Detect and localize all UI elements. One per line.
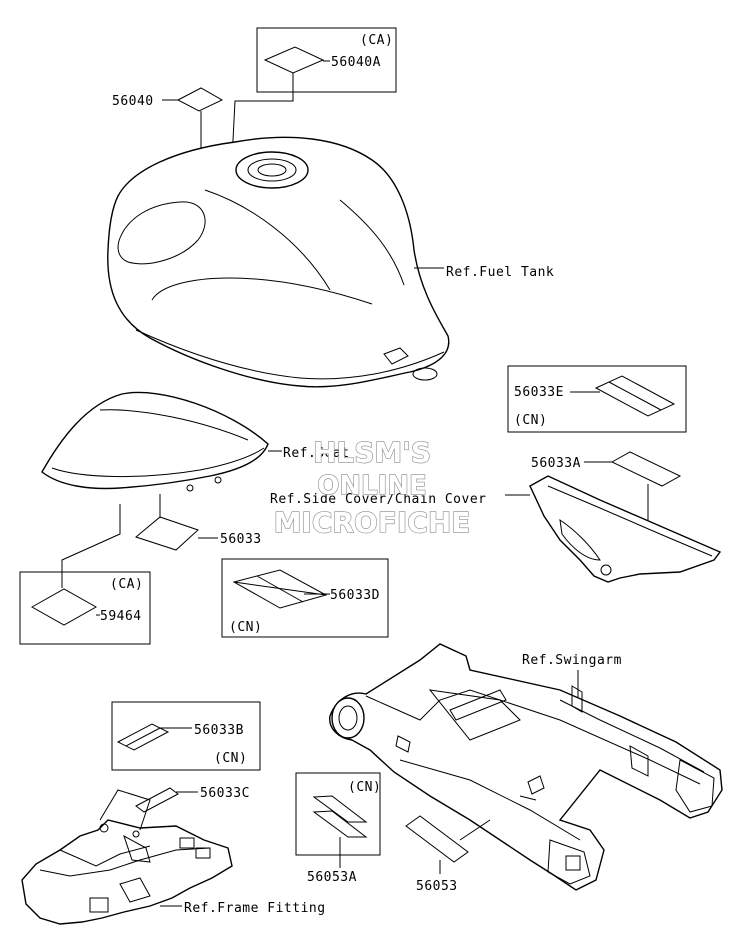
- ca-label-top: (CA): [360, 33, 393, 48]
- watermark-line-3: MICROFICHE: [274, 506, 471, 539]
- fuel-cap: [235, 151, 309, 189]
- decal-56033d-group: 56033D (CN): [221, 558, 389, 638]
- decal-56033a: [610, 451, 682, 487]
- cn-box-53: [295, 772, 381, 856]
- part-56040a-label: 56040A: [331, 55, 381, 70]
- part-56033-label: 56033: [220, 532, 262, 547]
- ref-swingarm-label: Ref.Swingarm: [522, 653, 622, 668]
- decal-56033e-group: 56033E (CN): [507, 365, 687, 433]
- chain-cover: [529, 475, 722, 583]
- decal-56053a-top: [312, 795, 368, 823]
- ref-fuel-tank-label: Ref.Fuel Tank: [446, 265, 554, 280]
- part-56033a-label: 56033A: [531, 456, 581, 471]
- ca-label-left: (CA): [110, 577, 143, 592]
- seat: [41, 391, 269, 490]
- ref-seat-label: Ref.Seat: [283, 446, 350, 461]
- watermark-line-1: HLSM'S: [313, 436, 431, 469]
- part-56033d-label: 56033D: [330, 588, 380, 603]
- part-56053a-label: 56053A: [307, 870, 357, 885]
- decal-56053-group: (CN) 56053A 56053: [295, 772, 491, 894]
- seat-group: Ref.Seat 56033 (CA) 59464: [19, 391, 350, 645]
- ref-frame-fitting-label: Ref.Frame Fitting: [184, 901, 326, 916]
- ref-side-cover-label: Ref.Side Cover/Chain Cover: [270, 492, 487, 507]
- cn-label-53: (CN): [348, 780, 381, 795]
- decal-56033b-group: 56033B (CN): [111, 701, 261, 771]
- ca-box-left: [19, 571, 151, 645]
- swingarm: [329, 643, 723, 891]
- part-59464-label: 59464: [100, 609, 142, 624]
- cn-label-b: (CN): [214, 751, 247, 766]
- cn-box-e: [507, 365, 687, 433]
- decal-56053a-bottom: [312, 810, 368, 838]
- cn-box-b: [111, 701, 261, 771]
- watermark-line-2: ONLINE: [317, 471, 427, 501]
- decal-56033: [134, 516, 199, 551]
- cn-label-e: (CN): [514, 413, 547, 428]
- part-56033b-label: 56033B: [194, 723, 244, 738]
- swingarm-group: Ref.Swingarm: [329, 643, 723, 891]
- cn-label-d: (CN): [229, 620, 262, 635]
- decal-56040a: [263, 46, 325, 74]
- decal-56040: [176, 87, 224, 112]
- chain-cover-group: 56033A Ref.Side Cover/Chain Cover: [270, 451, 722, 583]
- fuel-tank-group: (CA) 56040A 56040 Ref.Fuel Tank: [107, 27, 554, 388]
- part-56033c-label: 56033C: [200, 786, 250, 801]
- pivot-bushing: [331, 697, 365, 739]
- cn-box-d: [221, 558, 389, 638]
- part-56033e-label: 56033E: [514, 385, 564, 400]
- decal-56053: [405, 815, 469, 863]
- fuel-tank: [107, 136, 450, 388]
- decal-59464: [30, 588, 98, 626]
- ca-box-top: [256, 27, 397, 93]
- decal-56033c: [135, 787, 179, 813]
- part-56040-label: 56040: [112, 94, 154, 109]
- frame-fitting-group: 56033C Ref.Frame Fitting: [21, 786, 326, 925]
- part-56053-label: 56053: [416, 879, 458, 894]
- watermark: HLSM'S ONLINE MICROFICHE: [273, 435, 471, 539]
